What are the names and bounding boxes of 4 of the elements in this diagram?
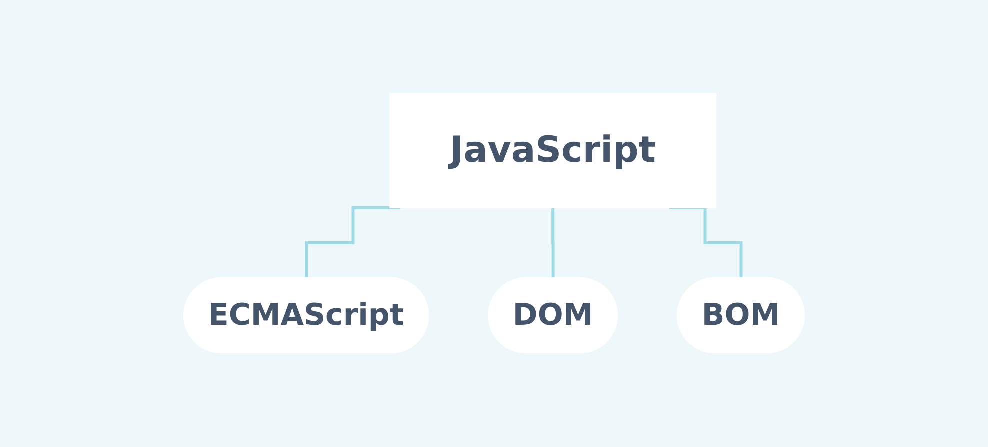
node-box: JavaScript — [389, 94, 716, 208]
connector — [304, 206, 400, 280]
connector — [669, 206, 743, 280]
connector — [551, 206, 555, 280]
